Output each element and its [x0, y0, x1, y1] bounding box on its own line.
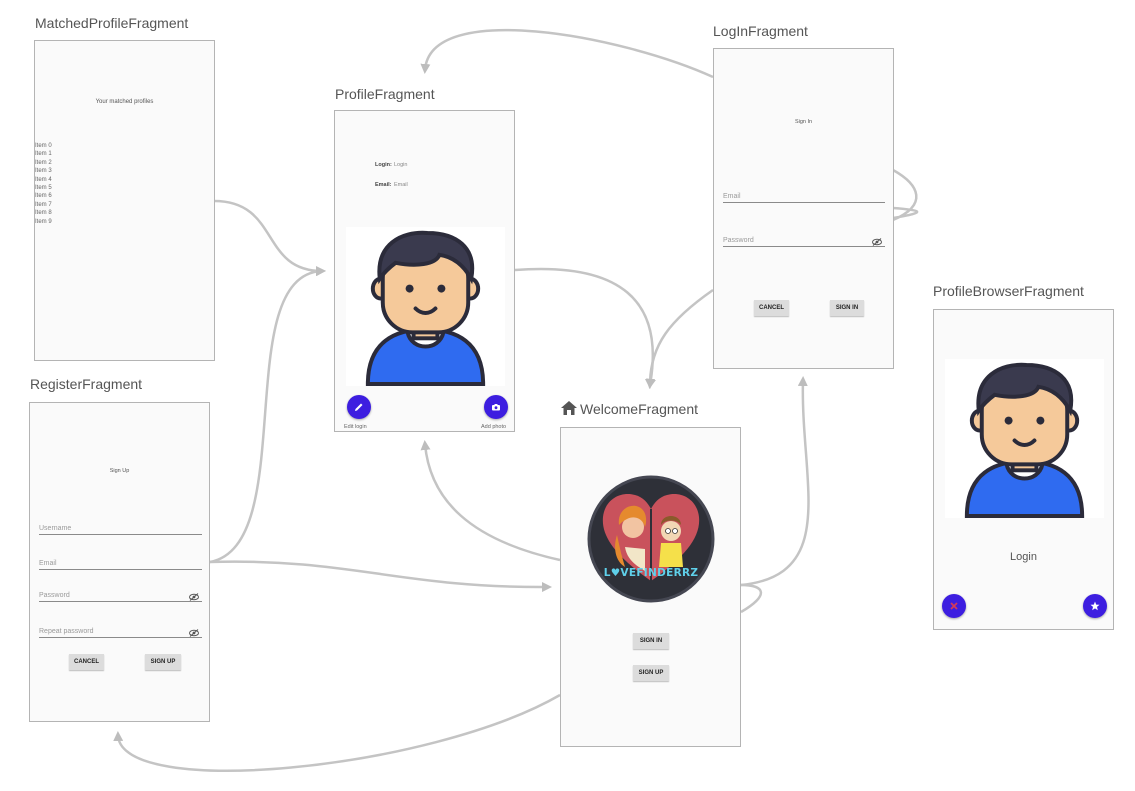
- connector-login-to-welcome: [645, 288, 714, 389]
- list-item[interactable]: Item 6: [35, 193, 52, 200]
- connector-welcome-to-login: [740, 376, 810, 587]
- connector-login-to-profile: [420, 28, 714, 79]
- browser-profile-name: Login: [1010, 551, 1037, 563]
- profile-fragment-title: ProfileFragment: [335, 86, 435, 102]
- cancel-button[interactable]: CANCEL: [69, 654, 104, 670]
- browser-fragment-title: ProfileBrowserFragment: [933, 283, 1084, 299]
- list-item[interactable]: Item 1: [35, 151, 52, 158]
- matched-profile-frame[interactable]: Your matched profiles Item 0 Item 1 Item…: [34, 40, 215, 361]
- connector-matched-to-profile: [213, 199, 326, 276]
- welcome-fragment-title: WelcomeFragment: [580, 401, 699, 417]
- edit-login-caption: Edit login: [344, 424, 367, 430]
- login-value: Login: [394, 162, 408, 168]
- register-frame[interactable]: Sign Up Username Email Password Repeat p…: [29, 402, 210, 722]
- email-field[interactable]: Email: [39, 560, 202, 570]
- email-label: Email:: [375, 182, 392, 188]
- close-icon: [950, 602, 958, 610]
- connector-welcome-to-profile: [420, 440, 561, 562]
- list-item[interactable]: Item 3: [35, 168, 52, 175]
- matched-heading: Your matched profiles: [95, 99, 154, 105]
- add-photo-button[interactable]: [484, 395, 508, 419]
- list-item[interactable]: Item 7: [35, 201, 52, 208]
- welcome-signup-button[interactable]: SIGN UP: [633, 665, 669, 681]
- register-fragment-title: RegisterFragment: [30, 376, 143, 392]
- star-icon: [1090, 601, 1100, 611]
- logo-wordmark: L♥VEFINDERRZ: [603, 567, 699, 579]
- eye-off-icon[interactable]: [189, 629, 199, 637]
- matched-fragment-title: MatchedProfileFragment: [35, 15, 189, 31]
- list-item[interactable]: Item 0: [35, 143, 52, 149]
- list-item[interactable]: Item 2: [35, 159, 52, 166]
- repeat-password-field[interactable]: Repeat password: [39, 628, 202, 638]
- password-field[interactable]: Password: [39, 592, 202, 602]
- eye-off-icon[interactable]: [189, 593, 199, 601]
- password-field[interactable]: Password: [723, 237, 885, 247]
- matched-list: Item 0 Item 1 Item 2 Item 3 Item 4 Item …: [35, 142, 52, 226]
- connector-profile-to-welcome: [514, 267, 656, 389]
- list-item[interactable]: Item 5: [35, 185, 52, 192]
- signup-heading: Sign Up: [109, 468, 130, 474]
- pencil-icon: [355, 403, 363, 411]
- signin-heading: Sign In: [794, 119, 813, 125]
- home-icon: [561, 401, 577, 415]
- app-logo: L♥VEFINDERRZ: [587, 475, 715, 603]
- login-frame[interactable]: Sign In Email Password CANCEL SIGN IN: [713, 48, 894, 369]
- list-item[interactable]: Item 4: [35, 176, 52, 183]
- username-field[interactable]: Username: [39, 525, 202, 535]
- profile-avatar: [346, 227, 505, 386]
- eye-off-icon[interactable]: [872, 238, 882, 246]
- email-field[interactable]: Email: [723, 193, 885, 203]
- cancel-button[interactable]: CANCEL: [754, 300, 789, 316]
- signin-button[interactable]: SIGN IN: [830, 300, 864, 316]
- profile-frame[interactable]: Login: Login Email: Email Edit login Add…: [334, 110, 515, 432]
- connector-login-self-loop: [892, 168, 919, 222]
- welcome-frame[interactable]: L♥VEFINDERRZ SIGN IN SIGN UP: [560, 427, 741, 747]
- connector-register-to-profile: [209, 266, 326, 564]
- reject-button[interactable]: [942, 594, 966, 618]
- signup-button[interactable]: SIGN UP: [145, 654, 181, 670]
- connector-register-to-welcome: [209, 560, 552, 593]
- connector-welcome-to-register: [113, 693, 561, 772]
- list-item[interactable]: Item 8: [35, 210, 52, 217]
- like-button[interactable]: [1083, 594, 1107, 618]
- edit-login-button[interactable]: [347, 395, 371, 419]
- list-item[interactable]: Item 9: [35, 218, 52, 225]
- profile-browser-frame[interactable]: Login: [933, 309, 1114, 630]
- email-value: Email: [394, 182, 408, 188]
- browser-avatar: [945, 359, 1104, 518]
- connector-welcome-self-loop: [740, 583, 763, 614]
- welcome-signin-button[interactable]: SIGN IN: [633, 633, 669, 649]
- login-fragment-title: LogInFragment: [713, 23, 808, 39]
- login-label: Login:: [375, 162, 392, 168]
- camera-icon: [492, 404, 500, 411]
- add-photo-caption: Add photo: [481, 424, 507, 430]
